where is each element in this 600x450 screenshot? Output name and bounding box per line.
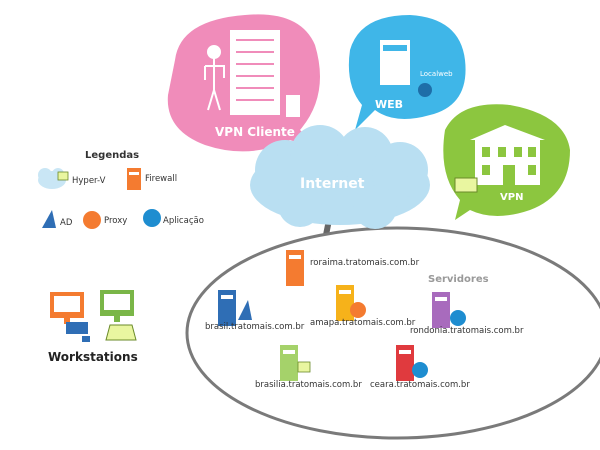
legend-proxy-icon xyxy=(83,211,101,229)
internet-label: Internet xyxy=(300,176,365,192)
vpn-cliente-label: VPN Cliente xyxy=(215,125,295,139)
legend-aplicacao-icon xyxy=(143,209,161,227)
legend-firewall-icon xyxy=(127,168,141,190)
vpn-bubble xyxy=(443,104,570,220)
server-brasilia-label: brasilia.tratomais.com.br xyxy=(255,380,362,390)
servidores-label: Servidores xyxy=(428,274,489,285)
server-ceara xyxy=(396,345,428,381)
server-roraima-label: roraima.tratomais.com.br xyxy=(310,258,420,268)
server-amapa xyxy=(336,285,366,321)
web-bubble xyxy=(348,15,466,130)
server-ceara-label: ceara.tratomais.com.br xyxy=(370,380,470,390)
legend-ad-label: AD xyxy=(60,218,73,228)
server-roraima xyxy=(286,250,304,286)
legend-firewall-label: Firewall xyxy=(145,174,178,184)
legend-hyperv-icon xyxy=(38,168,69,189)
legend-aplicacao-label: Aplicação xyxy=(163,216,204,226)
server-rondonia xyxy=(432,292,466,328)
vpn-cliente-bubble xyxy=(167,14,320,152)
legend-ad-icon xyxy=(42,210,56,228)
web-label: WEB xyxy=(375,98,404,111)
legend-hyperv-label: Hyper-V xyxy=(72,176,106,186)
server-brasil-label: brasil.tratomais.com.br xyxy=(205,322,305,332)
server-rondonia-label: rondonia.tratomais.com.br xyxy=(410,326,524,336)
server-brasilia xyxy=(280,345,311,381)
localweb-label: Localweb xyxy=(420,70,453,78)
legend-title: Legendas xyxy=(85,150,140,161)
server-amapa-label: amapa.tratomais.com.br xyxy=(310,318,416,328)
legend-proxy-label: Proxy xyxy=(104,216,128,226)
workstations-icons xyxy=(50,290,137,342)
server-brasil xyxy=(218,290,252,326)
vpn-label: VPN xyxy=(500,192,524,203)
internet-cloud xyxy=(250,125,430,229)
workstations-label: Workstations xyxy=(48,350,138,364)
